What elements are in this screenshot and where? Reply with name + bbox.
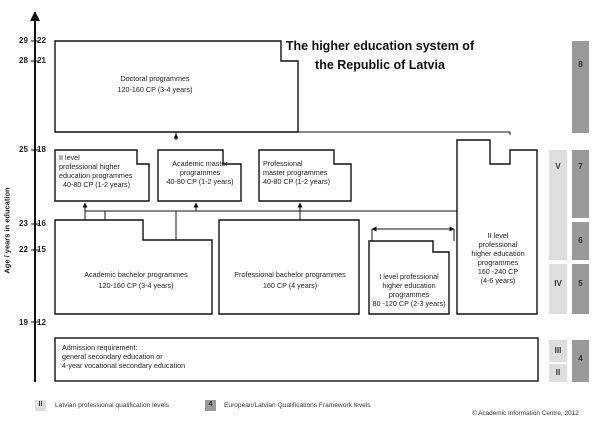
years-tick-15: 15 xyxy=(37,245,46,254)
academic-bachelor-label: Academic bachelor programmes 120-160 CP … xyxy=(84,270,188,290)
age-tick-23: 23 xyxy=(19,219,28,228)
professional-master-box xyxy=(258,149,352,202)
level1-professional-label: I level professional higher education pr… xyxy=(372,272,446,308)
age-tick-lines xyxy=(31,40,39,323)
latvian-level-V: V xyxy=(555,162,561,171)
admission-box xyxy=(54,337,539,382)
eqf-level-8-bar xyxy=(572,41,589,133)
latvian-level-III: III xyxy=(554,346,562,355)
age-tick-28: 28 xyxy=(19,56,28,65)
diagram-title: The higher education system of the Repub… xyxy=(270,37,490,75)
bachelor-master-connectors xyxy=(82,202,457,240)
eqf-level-4: 4 xyxy=(578,354,583,363)
latvian-level-IV-bar xyxy=(549,264,567,314)
level2-long-box xyxy=(456,139,538,315)
doctoral-label: Doctoral programmes 120-160 CP (3-4 year… xyxy=(117,74,193,94)
years-tick-18: 18 xyxy=(37,145,46,154)
level2-master-box xyxy=(54,149,150,202)
latvian-level-IV: IV xyxy=(554,279,562,288)
legend-latvian-label: Latvian professional qualification level… xyxy=(55,402,169,409)
legend-eqf-marker: 4 xyxy=(208,401,213,408)
professional-bachelor-box xyxy=(218,219,360,315)
eqf-level-5: 5 xyxy=(578,279,583,288)
legend-latvian-swatch xyxy=(35,400,46,411)
doctoral-connector xyxy=(176,131,511,135)
eqf-level-6: 6 xyxy=(578,236,583,245)
professional-master-label: Professional master programmes 40-80 CP … xyxy=(263,159,330,186)
years-tick-21: 21 xyxy=(37,56,46,65)
title-line2: the Republic of Latvia xyxy=(315,58,445,72)
latvian-level-II: II xyxy=(555,368,561,377)
professional-bachelor-label: Professional bachelor programmes 160 CP … xyxy=(234,270,346,290)
eqf-level-4-bar xyxy=(572,340,589,382)
eqf-level-7-bar xyxy=(572,150,589,218)
years-tick-16: 16 xyxy=(37,219,46,228)
latvian-level-V-bar xyxy=(549,150,567,260)
academic-master-box xyxy=(157,149,242,202)
latvian-level-II-bar xyxy=(549,364,567,382)
latvian-level-bars xyxy=(549,150,567,382)
credit-text: © Academic Information Centre, 2012 xyxy=(472,410,579,417)
age-tick-22: 22 xyxy=(19,245,28,254)
level2-master-label: II level professional higher education p… xyxy=(59,153,133,189)
admission-label: Admission requirement: general secondary… xyxy=(62,343,186,370)
academic-bachelor-box xyxy=(54,219,213,315)
eqf-level-8: 8 xyxy=(578,60,583,69)
eqf-level-7: 7 xyxy=(578,162,583,171)
eqf-level-6-bar xyxy=(572,222,589,260)
legend-eqf-swatch xyxy=(205,400,216,411)
age-tick-25: 25 xyxy=(19,145,28,154)
years-tick-22: 22 xyxy=(37,36,46,45)
latvian-level-III-bar xyxy=(549,340,567,362)
legend-eqf-label: European/Latvian Qualifications Framewor… xyxy=(224,402,371,409)
level1-professional-box xyxy=(368,240,450,315)
eqf-level-5-bar xyxy=(572,264,589,314)
eqf-level-bars xyxy=(572,41,589,382)
years-tick-12: 12 xyxy=(37,318,46,327)
y-axis-label: Age / years in education xyxy=(2,187,12,274)
title-line1: The higher education system of xyxy=(285,39,475,53)
academic-master-label: Academic master programmes 40-80 CP (1-2… xyxy=(166,159,234,186)
age-tick-29: 29 xyxy=(19,36,28,45)
legend-latvian-marker: II xyxy=(38,401,43,408)
doctoral-box xyxy=(54,40,299,133)
level2-long-label: II level professional higher education p… xyxy=(471,231,525,285)
age-tick-19: 19 xyxy=(19,318,28,327)
